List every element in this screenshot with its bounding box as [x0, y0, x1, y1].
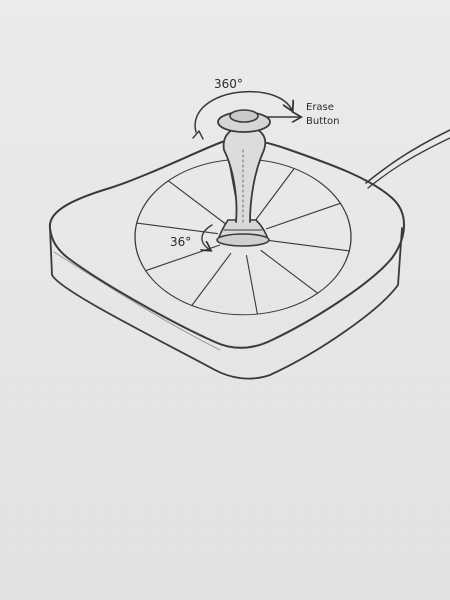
rotation-label: 360°: [214, 77, 243, 91]
erase-label-line1: Erase: [306, 102, 334, 113]
erase-label-line2: Button: [306, 116, 340, 127]
tilt-label: 36°: [170, 235, 191, 249]
erase-button: [230, 110, 258, 122]
